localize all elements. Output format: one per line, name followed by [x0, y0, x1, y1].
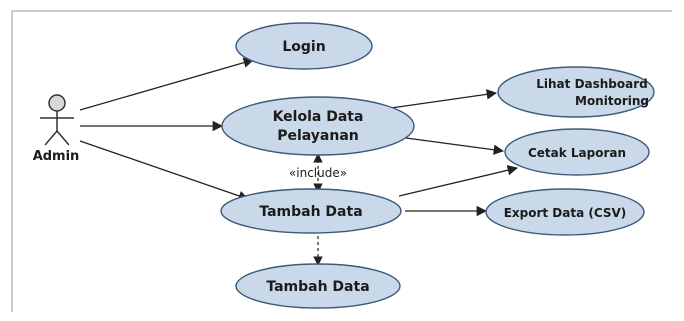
use-case-export-label: Export Data (CSV) [504, 206, 627, 220]
use-case-lihat-dashboard-monitoring[interactable]: Lihat Dashboard Monitoring [497, 66, 655, 118]
use-case-export-data-csv[interactable]: Export Data (CSV) [485, 188, 645, 236]
use-case-tambah-data-2[interactable]: Tambah Data [235, 263, 401, 309]
include-label: «include» [289, 166, 347, 180]
actor-left-leg [44, 130, 58, 146]
association-admin-login [79, 57, 254, 111]
use-case-cetak-label: Cetak Laporan [528, 146, 626, 160]
use-case-kelola-label-line1: Kelola Data [273, 109, 364, 125]
actor-head [48, 94, 66, 112]
use-case-tambah2-label: Tambah Data [266, 279, 369, 295]
use-case-tambah-label: Tambah Data [259, 204, 362, 220]
actor-label: Admin [33, 149, 80, 164]
use-case-kelola-data-pelayanan[interactable]: Kelola Data Pelayanan [221, 96, 415, 156]
association-tambah-cetak [398, 165, 519, 197]
actor-admin[interactable] [40, 94, 74, 146]
use-case-login[interactable]: Login [235, 22, 373, 70]
use-case-kelola-label-line2: Pelayanan [277, 128, 359, 144]
association-admin-tambah [79, 140, 249, 201]
use-case-cetak-laporan[interactable]: Cetak Laporan [504, 128, 650, 176]
association-kelola-cetak [405, 137, 505, 155]
association-kelola-lihat [383, 89, 498, 110]
use-case-login-label: Login [282, 39, 325, 55]
actor-right-leg [56, 130, 70, 146]
use-case-tambah-data[interactable]: Tambah Data [220, 188, 402, 234]
use-case-lihat-label-line1: Lihat Dashboard [536, 77, 648, 91]
use-case-lihat-label-line2: Monitoring [575, 94, 649, 108]
